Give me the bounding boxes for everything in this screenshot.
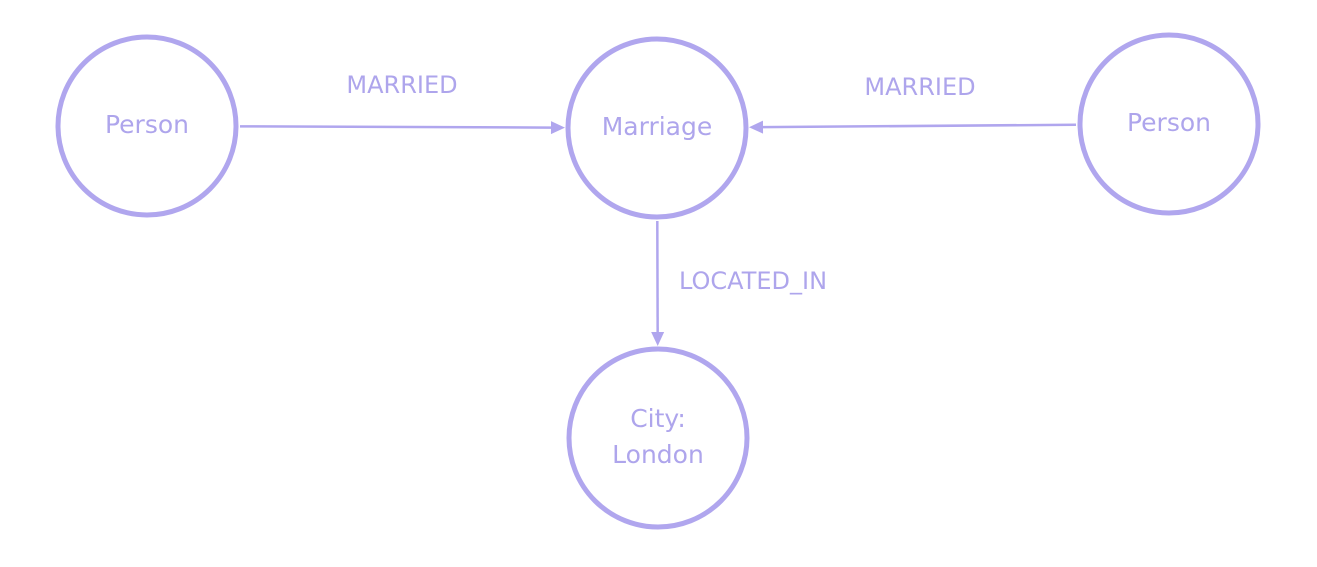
node-marriage[interactable]: Marriage bbox=[565, 36, 749, 220]
edges-layer: MARRIED MARRIED LOCATED_IN bbox=[239, 71, 1077, 347]
node-label: London bbox=[612, 440, 704, 469]
node-label: Person bbox=[105, 110, 189, 139]
edge-label: LOCATED_IN bbox=[679, 267, 827, 295]
edge-person-right-to-marriage: MARRIED bbox=[748, 73, 1077, 134]
arrow-head-icon bbox=[550, 121, 566, 135]
node-label: City: bbox=[630, 404, 686, 433]
node-city-london[interactable]: City: London bbox=[566, 346, 750, 530]
node-person-left[interactable]: Person bbox=[55, 34, 239, 218]
node-label: Marriage bbox=[602, 112, 713, 141]
node-label: Person bbox=[1127, 108, 1211, 137]
arrow-head-icon bbox=[651, 331, 665, 347]
edge-label: MARRIED bbox=[864, 73, 975, 101]
edge-marriage-to-city-london: LOCATED_IN bbox=[651, 220, 827, 347]
arrow-head-icon bbox=[748, 120, 764, 134]
edge-person-left-to-marriage: MARRIED bbox=[239, 71, 566, 135]
node-circle[interactable] bbox=[565, 36, 749, 220]
node-circle[interactable] bbox=[566, 346, 750, 530]
edge-line bbox=[239, 125, 552, 129]
node-person-right[interactable]: Person bbox=[1077, 32, 1261, 216]
node-circle[interactable] bbox=[55, 34, 239, 218]
node-circle[interactable] bbox=[1077, 32, 1261, 216]
edge-line bbox=[762, 123, 1077, 129]
edge-label: MARRIED bbox=[346, 71, 457, 99]
